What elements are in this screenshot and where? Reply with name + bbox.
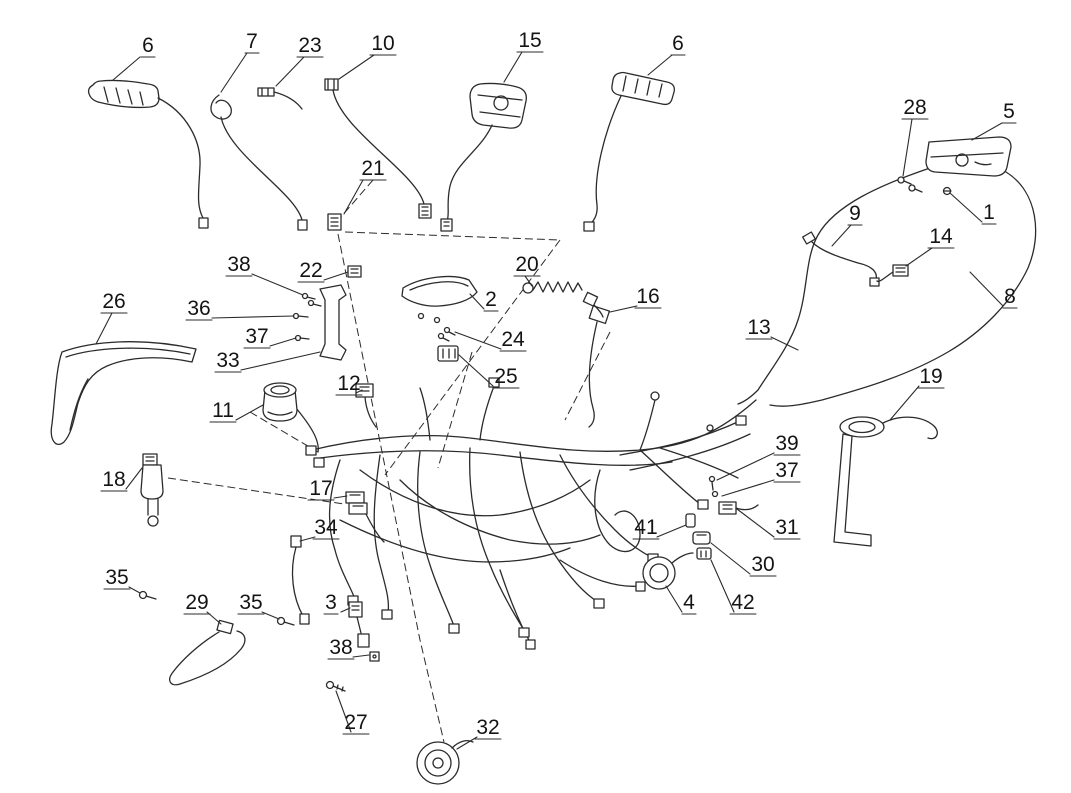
bracket-33 bbox=[319, 284, 347, 361]
horn-32 bbox=[416, 740, 474, 785]
screws-28 bbox=[897, 176, 923, 193]
rear-wire-8 bbox=[737, 167, 1037, 407]
sleeve-41 bbox=[685, 513, 696, 528]
connector-22 bbox=[347, 265, 362, 278]
grommet-11 bbox=[262, 382, 319, 453]
callout-28: 28 bbox=[903, 96, 926, 119]
right-handlebar-grip bbox=[583, 71, 675, 232]
side-panel-26 bbox=[50, 341, 197, 446]
callout-31: 31 bbox=[775, 516, 798, 539]
callout-9: 9 bbox=[849, 202, 861, 225]
screws-38-36-37 bbox=[292, 292, 322, 342]
fastener-38-bottom bbox=[369, 651, 380, 662]
callout-18: 18 bbox=[102, 468, 125, 491]
wire-7 bbox=[210, 94, 308, 231]
callout-23: 23 bbox=[298, 34, 321, 57]
callout-32: 32 bbox=[476, 716, 499, 739]
bolt-27 bbox=[325, 680, 346, 692]
connector-10 bbox=[324, 78, 432, 219]
callout-21: 21 bbox=[361, 157, 384, 180]
wire-9 bbox=[802, 231, 880, 287]
wire-29 bbox=[169, 619, 246, 686]
callout-20: 20 bbox=[515, 253, 538, 276]
callout-35: 35 bbox=[105, 566, 128, 589]
callout-3: 3 bbox=[325, 591, 337, 614]
connector-23 bbox=[257, 87, 303, 110]
throttle-cable-20 bbox=[522, 281, 604, 318]
callout-1: 1 bbox=[983, 201, 995, 224]
callout-7: 7 bbox=[246, 30, 258, 53]
connector-25 bbox=[437, 345, 459, 362]
callout-underlines bbox=[100, 51, 1018, 740]
screw-1 bbox=[942, 186, 952, 196]
callout-41: 41 bbox=[634, 516, 657, 539]
callout-27: 27 bbox=[344, 711, 367, 734]
callout-6: 6 bbox=[142, 34, 154, 57]
callout-8: 8 bbox=[1004, 285, 1016, 308]
callout-39: 39 bbox=[775, 432, 798, 455]
callout-10: 10 bbox=[371, 32, 394, 55]
screw-35-left bbox=[138, 590, 157, 600]
bolt-39 bbox=[708, 475, 719, 498]
leader-lines bbox=[95, 51, 1004, 750]
main-harness bbox=[305, 377, 757, 650]
callout-6-2: 6 bbox=[672, 32, 684, 55]
callout-17: 17 bbox=[309, 477, 332, 500]
callout-33: 33 bbox=[216, 349, 239, 372]
callout-15: 15 bbox=[518, 29, 541, 52]
connector-42 bbox=[696, 547, 712, 560]
sensor-4 bbox=[642, 552, 694, 590]
fuel-sender-19 bbox=[833, 416, 938, 547]
callout-35-2: 35 bbox=[239, 591, 262, 614]
connector-31 bbox=[718, 501, 759, 515]
callout-36: 36 bbox=[187, 297, 210, 320]
wire-34 bbox=[290, 535, 310, 625]
callout-30: 30 bbox=[751, 553, 774, 576]
connector-14 bbox=[876, 264, 909, 283]
connector-30 bbox=[692, 531, 711, 545]
switch-housing-15 bbox=[440, 82, 527, 232]
callout-25: 25 bbox=[494, 365, 517, 388]
callout-34: 34 bbox=[314, 516, 338, 539]
callout-2: 2 bbox=[485, 288, 497, 311]
callout-5: 5 bbox=[1003, 100, 1015, 123]
tail-light-5 bbox=[925, 136, 1012, 177]
callout-42: 42 bbox=[731, 591, 754, 614]
connector-17 bbox=[345, 491, 385, 543]
callout-29: 29 bbox=[185, 591, 208, 614]
callout-16: 16 bbox=[636, 285, 659, 308]
connector-12 bbox=[355, 383, 377, 428]
connector-21 bbox=[327, 213, 342, 231]
screw-35-mid bbox=[276, 616, 295, 626]
callout-labels: 6 7 23 10 15 6 28 5 1 9 14 8 21 22 38 36… bbox=[102, 29, 1016, 739]
callout-38-2: 38 bbox=[329, 636, 352, 659]
callout-11: 11 bbox=[212, 399, 234, 422]
connector-3 bbox=[348, 601, 370, 648]
callout-14: 14 bbox=[929, 225, 953, 248]
callout-22: 22 bbox=[299, 259, 322, 282]
callout-19: 19 bbox=[919, 365, 942, 388]
sensor-18 bbox=[140, 453, 164, 527]
callout-26: 26 bbox=[102, 290, 125, 313]
callout-13: 13 bbox=[747, 316, 770, 339]
screws-24 bbox=[437, 326, 456, 342]
callout-37: 37 bbox=[245, 325, 268, 348]
callout-38: 38 bbox=[227, 253, 250, 276]
callout-4: 4 bbox=[683, 591, 695, 614]
callout-12: 12 bbox=[337, 372, 360, 395]
connector-16 bbox=[588, 305, 611, 428]
left-handlebar-grip bbox=[87, 79, 209, 229]
callout-37-2: 37 bbox=[775, 459, 798, 482]
callout-24: 24 bbox=[501, 328, 525, 351]
bracket-2 bbox=[401, 275, 478, 324]
